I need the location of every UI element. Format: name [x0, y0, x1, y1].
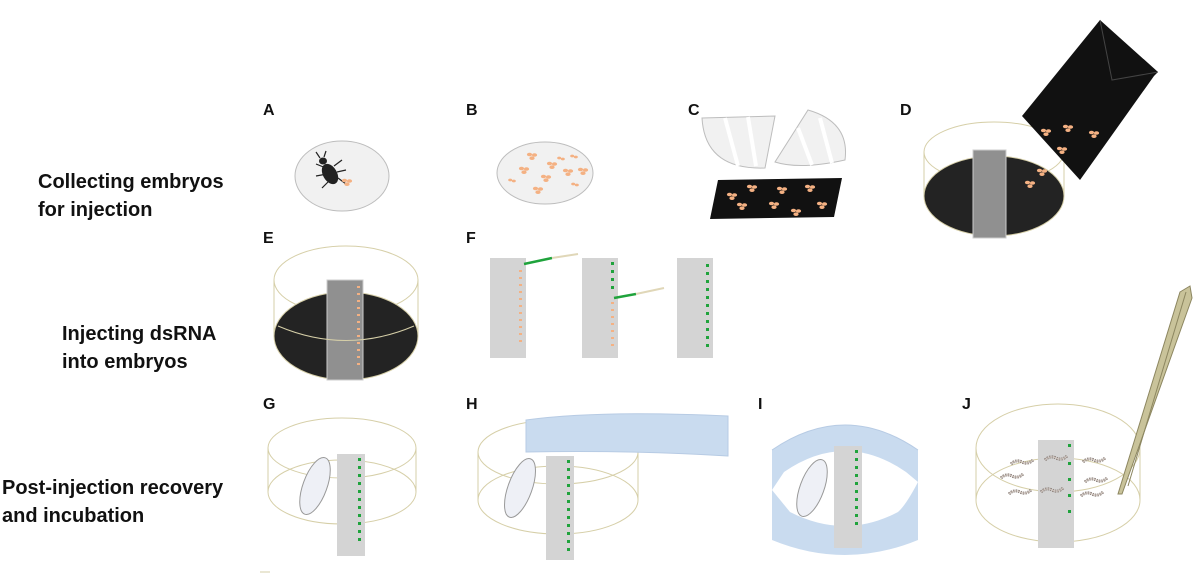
panel-letter-j: J [962, 396, 971, 413]
row-label-injecting: Injecting dsRNA into embryos [62, 320, 216, 376]
needle-icon [523, 256, 553, 266]
panel-f-injection-sequence [490, 253, 713, 358]
needle-icon [613, 292, 637, 300]
row-label-line2: and incubation [2, 505, 145, 527]
row-label-collecting: Collecting embryos for injection [38, 168, 224, 224]
parafilm-icon [525, 413, 729, 457]
panel-d-dish-and-black-paper [923, 19, 1159, 239]
row-label-line1: Collecting embryos [38, 171, 224, 193]
panel-letter-e: E [263, 230, 274, 247]
panel-a-dish-with-beetle [294, 140, 390, 212]
beetle-icon [315, 150, 347, 189]
panel-letter-c: C [688, 102, 700, 119]
panel-i-sealed-dish [771, 424, 919, 555]
panel-j-hatched-larvae [975, 285, 1193, 548]
panel-letter-a: A [263, 102, 275, 119]
row-label-line1: Injecting dsRNA [62, 323, 217, 345]
panel-letter-g: G [263, 396, 276, 413]
forceps-icon [1117, 285, 1193, 495]
panel-letter-f: F [466, 230, 476, 247]
panel-e-dish-with-slide [273, 245, 419, 381]
row-label-line1: Post-injection recovery [2, 477, 224, 499]
row-label-line2: into embryos [62, 351, 188, 373]
panel-g-recovery-dish [260, 417, 417, 573]
panel-letter-h: H [466, 396, 478, 413]
row-label-line2: for injection [38, 199, 153, 221]
panel-c-filter-papers [701, 109, 847, 219]
row-label-post-injection: Post-injection recovery and incubation [2, 474, 223, 530]
panel-b-dish-with-eggs [496, 141, 594, 205]
panel-letter-i: I [758, 396, 763, 413]
panel-letter-b: B [466, 102, 478, 119]
panel-letter-d: D [900, 102, 912, 119]
panel-h-dish-with-film [477, 413, 729, 560]
